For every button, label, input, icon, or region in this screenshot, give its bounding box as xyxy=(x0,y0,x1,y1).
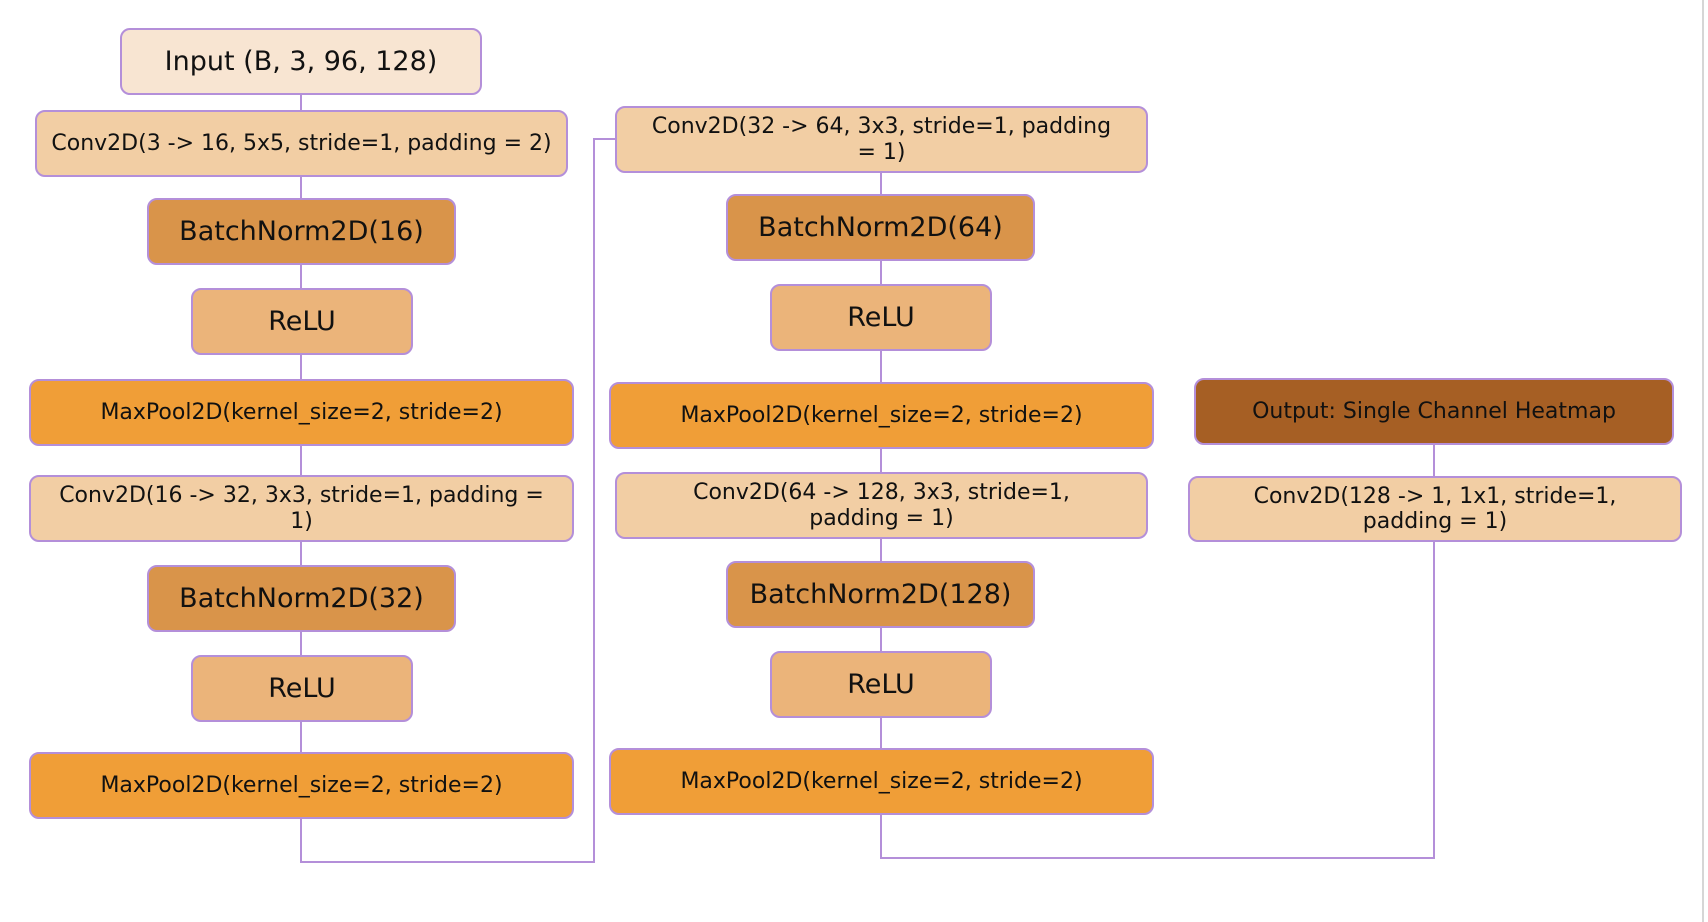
node-conv5[interactable]: Conv2D(128 -> 1, 1x1, stride=1, padding … xyxy=(1188,476,1682,542)
node-batchnorm4-label: BatchNorm2D(128) xyxy=(749,578,1012,610)
node-relu4[interactable]: ReLU xyxy=(770,651,992,718)
node-output[interactable]: Output: Single Channel Heatmap xyxy=(1194,378,1674,445)
node-batchnorm2[interactable]: BatchNorm2D(32) xyxy=(147,565,456,632)
node-maxpool1-label: MaxPool2D(kernel_size=2, stride=2) xyxy=(100,399,503,425)
node-batchnorm2-label: BatchNorm2D(32) xyxy=(179,582,424,614)
node-batchnorm4[interactable]: BatchNorm2D(128) xyxy=(726,561,1035,628)
node-input[interactable]: Input (B, 3, 96, 128) xyxy=(120,28,482,95)
node-batchnorm3[interactable]: BatchNorm2D(64) xyxy=(726,194,1035,261)
node-maxpool3-label: MaxPool2D(kernel_size=2, stride=2) xyxy=(680,402,1083,428)
node-relu2[interactable]: ReLU xyxy=(191,655,413,722)
node-conv4-label: Conv2D(64 -> 128, 3x3, stride=1, padding… xyxy=(693,480,1070,531)
node-conv3-label: Conv2D(32 -> 64, 3x3, stride=1, padding … xyxy=(651,114,1112,165)
edge-pool4-conv5 xyxy=(880,542,1435,859)
node-maxpool2[interactable]: MaxPool2D(kernel_size=2, stride=2) xyxy=(29,752,574,819)
node-relu2-label: ReLU xyxy=(268,672,336,704)
node-maxpool3[interactable]: MaxPool2D(kernel_size=2, stride=2) xyxy=(609,382,1154,449)
node-conv2[interactable]: Conv2D(16 -> 32, 3x3, stride=1, padding … xyxy=(29,475,574,542)
node-conv1-label: Conv2D(3 -> 16, 5x5, stride=1, padding =… xyxy=(51,130,552,156)
node-relu4-label: ReLU xyxy=(847,668,915,700)
node-conv4[interactable]: Conv2D(64 -> 128, 3x3, stride=1, padding… xyxy=(615,472,1148,539)
node-input-label: Input (B, 3, 96, 128) xyxy=(164,45,438,77)
vertical-scrollbar[interactable] xyxy=(1702,0,1704,922)
node-relu1[interactable]: ReLU xyxy=(191,288,413,355)
node-conv2-label: Conv2D(16 -> 32, 3x3, stride=1, padding … xyxy=(59,483,544,534)
node-relu3-label: ReLU xyxy=(847,301,915,333)
node-conv3[interactable]: Conv2D(32 -> 64, 3x3, stride=1, padding … xyxy=(615,106,1148,173)
node-maxpool1[interactable]: MaxPool2D(kernel_size=2, stride=2) xyxy=(29,379,574,446)
node-conv1[interactable]: Conv2D(3 -> 16, 5x5, stride=1, padding =… xyxy=(35,110,568,177)
node-relu3[interactable]: ReLU xyxy=(770,284,992,351)
node-conv5-label: Conv2D(128 -> 1, 1x1, stride=1, padding … xyxy=(1253,483,1617,534)
node-batchnorm1[interactable]: BatchNorm2D(16) xyxy=(147,198,456,265)
edge-pool2-conv3 xyxy=(300,138,615,863)
node-batchnorm3-label: BatchNorm2D(64) xyxy=(758,211,1003,243)
node-maxpool2-label: MaxPool2D(kernel_size=2, stride=2) xyxy=(100,772,503,798)
node-relu1-label: ReLU xyxy=(268,305,336,337)
node-batchnorm1-label: BatchNorm2D(16) xyxy=(179,215,424,247)
node-output-label: Output: Single Channel Heatmap xyxy=(1252,398,1616,424)
node-maxpool4-label: MaxPool2D(kernel_size=2, stride=2) xyxy=(680,768,1083,794)
node-maxpool4[interactable]: MaxPool2D(kernel_size=2, stride=2) xyxy=(609,748,1154,815)
